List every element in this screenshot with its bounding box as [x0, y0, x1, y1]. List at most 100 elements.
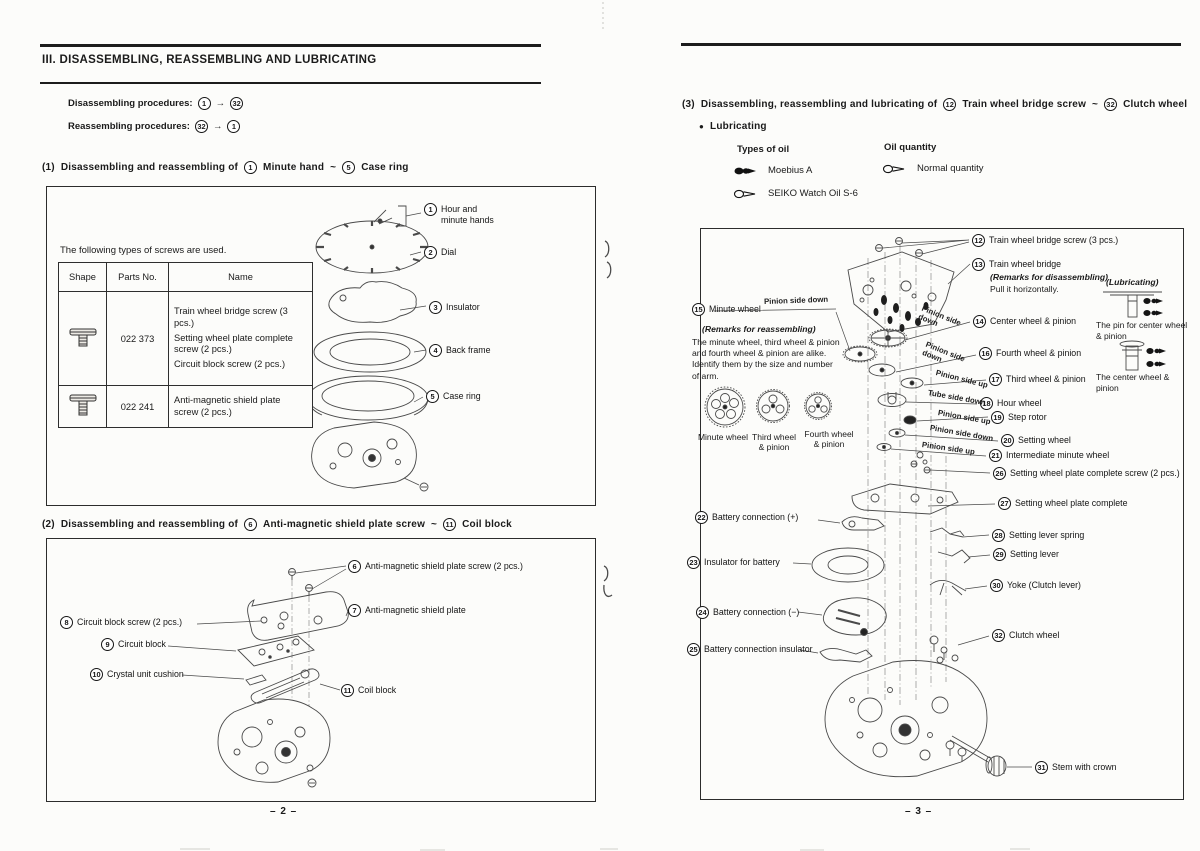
oil-drop-outline-icon — [882, 164, 905, 173]
part-label: 4 Back frame — [429, 344, 491, 357]
types-of-oil-header: Types of oil — [737, 144, 790, 155]
circled-number: 32 — [194, 120, 208, 133]
part-label: 22 Battery connection (+) — [695, 511, 798, 524]
procedure-label: Disassembling procedures: — [68, 98, 193, 109]
part-label: 18 Hour wheel — [980, 397, 1042, 410]
col-header-parts-no: Parts No. — [106, 262, 169, 292]
circled-number: 23 — [687, 556, 700, 569]
part-label: 3 Insulator — [429, 301, 480, 314]
tilde: ~ — [431, 519, 438, 530]
circled-number: 31 — [1035, 761, 1048, 774]
section-1-heading: (1) Disassembling and reassembling of 1 … — [42, 161, 409, 174]
circled-number: 18 — [980, 397, 993, 410]
circled-number: 1 — [424, 203, 437, 216]
section-to-label: Coil block — [462, 519, 512, 530]
top-rule-left — [40, 44, 541, 47]
under-title-rule — [40, 82, 541, 84]
part-label: 11 Coil block — [341, 684, 396, 697]
gear-caption: Fourth wheel & pinion — [804, 429, 854, 450]
part-label: 28 Setting lever spring — [992, 529, 1084, 542]
circled-number: 26 — [993, 467, 1006, 480]
oil-quantity-header: Oil quantity — [884, 142, 937, 153]
circled-number: 10 — [90, 668, 103, 681]
section-verb: Disassembling and reassembling of — [60, 519, 239, 530]
bullet-icon: ● — [699, 122, 705, 131]
oil-type-label: SEIKO Watch Oil S-6 — [768, 188, 858, 199]
circled-number: 32 — [992, 629, 1005, 642]
circled-number: 9 — [101, 638, 114, 651]
parts-no-cell: 022 241 — [106, 385, 169, 428]
gear-caption: Minute wheel — [697, 432, 749, 442]
circled-number: 24 — [696, 606, 709, 619]
part-label: 21 Intermediate minute wheel — [989, 449, 1109, 462]
circled-number: 5 — [342, 161, 356, 174]
part-label: 7 Anti-magnetic shield plate — [348, 604, 466, 617]
tilde: ~ — [330, 162, 337, 173]
part-label: 25 Battery connection insulator — [687, 643, 813, 656]
circled-number: 11 — [443, 518, 457, 531]
section-from-label: Minute hand — [263, 162, 325, 173]
gear-caption: Third wheel & pinion — [752, 432, 796, 453]
name-cell: Anti-magnetic shield plate screw (2 pcs.… — [168, 385, 313, 428]
screw-name: Train wheel bridge screw (3 pcs.) — [174, 306, 288, 329]
part-label: 31 Stem with crown — [1035, 761, 1117, 774]
parts-no-cell: 022 373 — [106, 291, 169, 386]
section-2-heading: (2) Disassembling and reassembling of 6 … — [42, 518, 512, 531]
circled-number: 1 — [197, 97, 211, 110]
circled-number: 3 — [429, 301, 442, 314]
part-label: 32 Clutch wheel — [992, 629, 1059, 642]
part-label: 19 Step rotor — [991, 411, 1047, 424]
part-label: 9 Circuit block — [101, 638, 166, 651]
diagram-1-box — [46, 186, 596, 506]
part-label: 23 Insulator for battery — [687, 556, 780, 569]
screw-name: Circuit block screw (2 pcs.) — [174, 358, 286, 369]
circled-number: 21 — [989, 449, 1002, 462]
circled-number: 1 — [227, 120, 241, 133]
name-cell: Train wheel bridge screw (3 pcs.) Settin… — [168, 291, 313, 386]
screw-shape-cell — [58, 385, 107, 428]
oil-drop-outline-icon — [733, 189, 756, 198]
remarks-disassembling-title: (Remarks for disassembling) — [990, 272, 1108, 282]
top-rule-right — [681, 43, 1181, 46]
screw-name: Setting wheel plate complete screw (2 pc… — [174, 332, 293, 355]
tilde: ~ — [1092, 99, 1099, 110]
part-label: 1 Hour and minute hands — [424, 203, 503, 226]
circled-number: 32 — [230, 97, 244, 110]
section-index: (1) — [42, 162, 55, 173]
table-row: 022 373 Train wheel bridge screw (3 pcs.… — [58, 291, 313, 386]
col-header-shape: Shape — [58, 262, 107, 292]
lubricating-heading-label: Lubricating — [710, 121, 767, 132]
circled-number: 2 — [424, 246, 437, 259]
oil-quantity-label: Normal quantity — [917, 163, 984, 174]
section-verb: Disassembling and reassembling of — [60, 162, 239, 173]
part-label: 13 Train wheel bridge — [972, 258, 1061, 271]
part-label: 16 Fourth wheel & pinion — [979, 347, 1081, 360]
page-number-left: – 2 – — [270, 806, 298, 817]
circled-number: 4 — [429, 344, 442, 357]
section-to-label: Clutch wheel — [1123, 99, 1188, 110]
section-verb: Disassembling, reassembling and lubricat… — [700, 99, 938, 110]
disassembling-procedures-line: Disassembling procedures: 1 → 32 — [68, 97, 244, 110]
remarks-reassembling-title: (Remarks for reassembling) — [702, 324, 816, 334]
circled-number: 13 — [972, 258, 985, 271]
section-to-label: Case ring — [361, 162, 409, 173]
circled-number: 19 — [991, 411, 1004, 424]
arrow-icon: → — [215, 98, 226, 109]
circled-number: 1 — [244, 161, 258, 174]
diagram-2-box — [46, 538, 596, 802]
arrow-icon: → — [212, 121, 223, 132]
section-index: (3) — [682, 99, 695, 110]
lubricating-inset-item: The center wheel & pinion — [1096, 372, 1170, 393]
screw-shape-cell — [58, 291, 107, 386]
circled-number: 27 — [998, 497, 1011, 510]
page-title: III. DISASSEMBLING, REASSEMBLING AND LUB… — [42, 54, 377, 66]
oil-type-label: Moebius A — [768, 165, 813, 176]
circled-number: 29 — [993, 548, 1006, 561]
section-index: (2) — [42, 519, 55, 530]
col-header-name: Name — [168, 262, 313, 292]
remarks-disassembling-body: Pull it horizontally. — [990, 284, 1059, 294]
circled-number: 5 — [426, 390, 439, 403]
part-label: 29 Setting lever — [993, 548, 1059, 561]
lubricating-inset-title: (Lubricating) — [1106, 277, 1159, 287]
circled-number: 15 — [692, 303, 705, 316]
